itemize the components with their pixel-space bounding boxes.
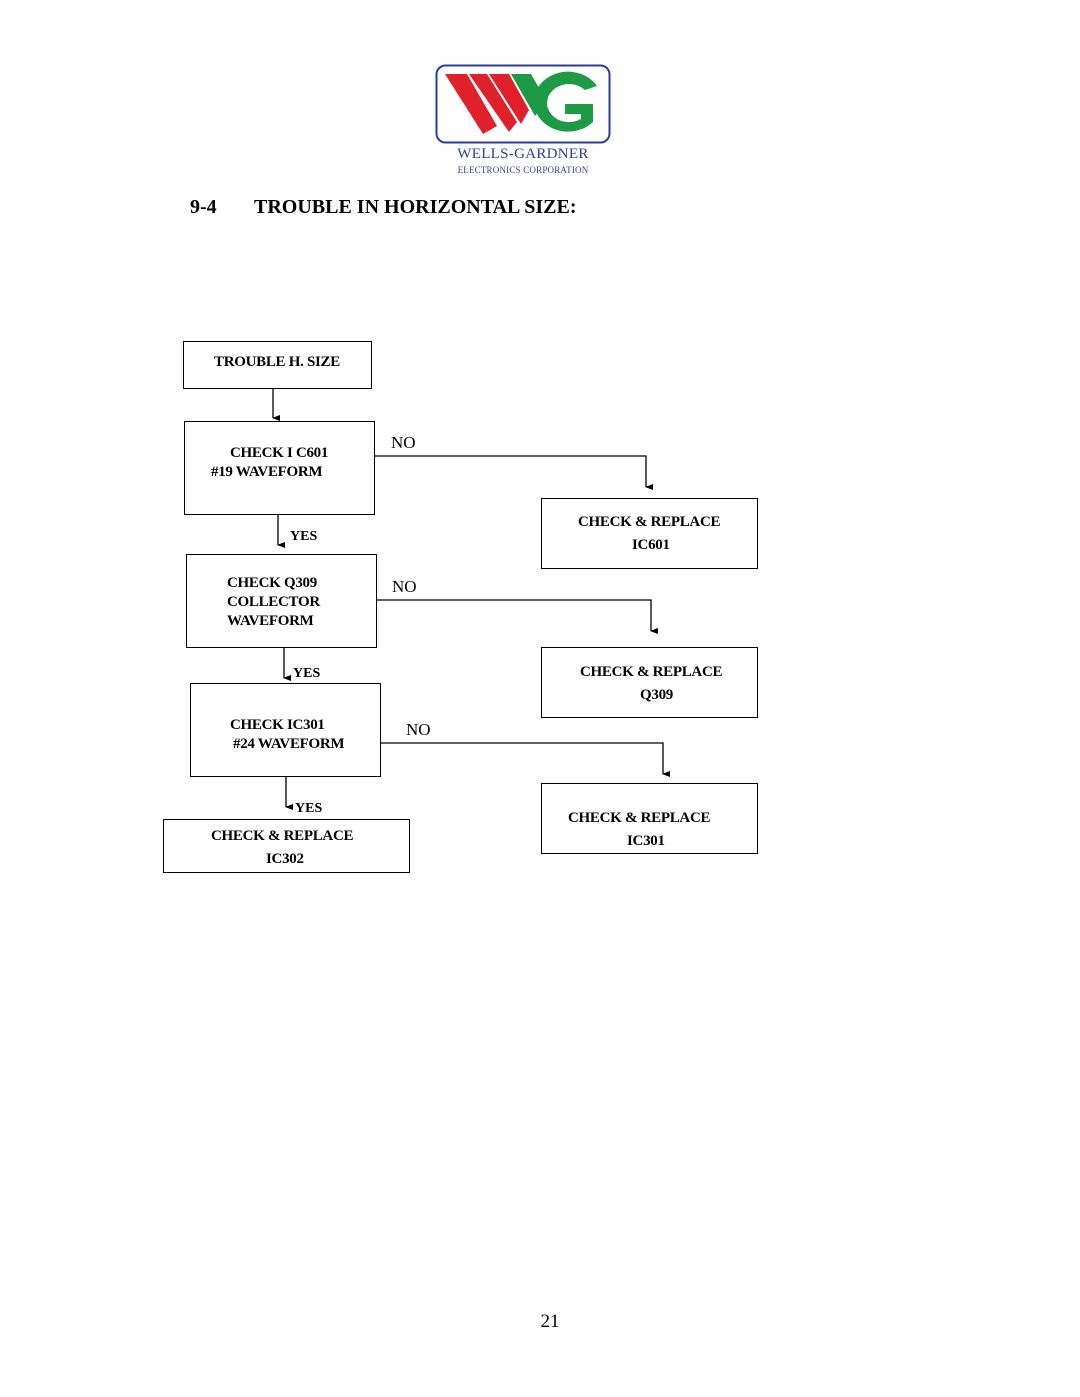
section-title: TROUBLE IN HORIZONTAL SIZE: — [254, 196, 577, 218]
flow-start-box: TROUBLE H. SIZE — [183, 341, 372, 389]
flow-check-ic301-no-label: NO — [406, 720, 431, 739]
flow-check-ic301-line1: CHECK IC301 — [230, 717, 325, 733]
flow-check-ic601-line2: #19 WAVEFORM — [211, 464, 323, 480]
flow-check-ic601-line1: CHECK I C601 — [230, 445, 329, 461]
company-logo: WELLS-GARDNER ELECTRONICS CORPORATION — [420, 62, 630, 182]
flow-check-q309-line1: CHECK Q309 — [227, 575, 317, 591]
flow-check-ic301-yes-label: YES — [295, 801, 323, 816]
flow-final-ic302-line2: IC302 — [266, 851, 304, 867]
flow-action-q309-line1: CHECK & REPLACE — [580, 664, 723, 680]
flow-action-ic301-line2: IC301 — [627, 833, 665, 849]
flow-action-ic601-line1: CHECK & REPLACE — [578, 514, 721, 530]
flow-action-ic301-line1: CHECK & REPLACE — [568, 810, 711, 826]
section-heading: 9-4 TROUBLE IN HORIZONTAL SIZE: — [190, 196, 577, 219]
logo-company-name: WELLS-GARDNER — [457, 146, 589, 162]
logo-company-subtitle: ELECTRONICS CORPORATION — [457, 165, 589, 175]
flow-check-ic601-box: CHECK I C601 #19 WAVEFORM — [184, 421, 375, 515]
page-number: 21 — [540, 1311, 560, 1332]
arrow-check3-no — [380, 742, 670, 777]
flow-action-ic601-line2: IC601 — [632, 537, 670, 553]
flow-check-q309-yes-label: YES — [293, 666, 321, 681]
section-number: 9-4 — [190, 196, 217, 218]
flow-check-ic601-yes-label: YES — [290, 529, 318, 544]
flow-check-q309-line2: COLLECTOR — [227, 594, 320, 610]
wg-logo-icon — [435, 64, 611, 144]
arrow-check2-no — [376, 599, 658, 634]
flow-final-ic302-line1: CHECK & REPLACE — [211, 828, 354, 844]
flow-check-q309-line3: WAVEFORM — [227, 613, 314, 629]
flow-action-ic601-box: CHECK & REPLACE IC601 — [541, 498, 758, 569]
flow-final-ic302-box: CHECK & REPLACE IC302 — [163, 819, 410, 873]
flow-action-q309-line2: Q309 — [640, 687, 673, 703]
flow-check-ic301-box: CHECK IC301 #24 WAVEFORM — [190, 683, 381, 777]
flow-check-ic601-no-label: NO — [391, 433, 416, 452]
flow-check-ic301-line2: #24 WAVEFORM — [233, 736, 345, 752]
flow-check-q309-no-label: NO — [392, 577, 417, 596]
flow-action-q309-box: CHECK & REPLACE Q309 — [541, 647, 758, 718]
arrow-check1-no — [374, 455, 653, 490]
flow-start-label: TROUBLE H. SIZE — [214, 354, 340, 370]
flow-action-ic301-box: CHECK & REPLACE IC301 — [541, 783, 758, 854]
flow-check-q309-box: CHECK Q309 COLLECTOR WAVEFORM — [186, 554, 377, 648]
